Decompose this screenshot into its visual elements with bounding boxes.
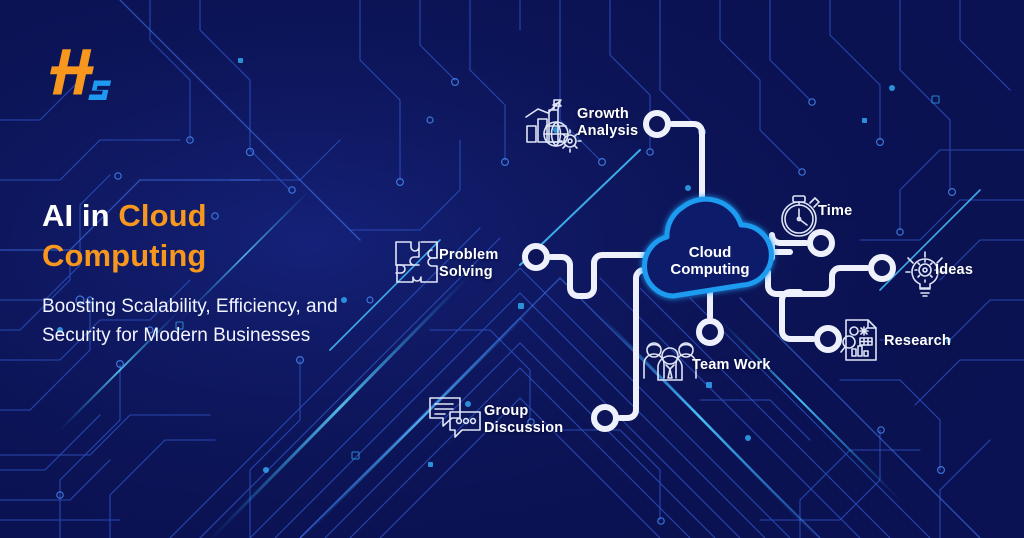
endpoint-group-discussion[interactable] (591, 404, 619, 432)
cloud-center-label: Cloud Computing (670, 244, 750, 279)
node-label-growth-analysis[interactable]: Growth Analysis (577, 106, 639, 139)
title-accent-cloud: Cloud (118, 198, 207, 233)
connector-group-discussion (617, 267, 669, 421)
endpoint-team-work[interactable] (696, 318, 724, 346)
circuit-nodes (56, 58, 956, 525)
endpoint-problem-solving[interactable] (522, 243, 550, 271)
puzzle-pieces-icon (395, 241, 438, 283)
endpoint-ideas[interactable] (868, 254, 896, 282)
node-label-ideas[interactable]: Ideas (935, 262, 974, 278)
lightbulb-gear-icon (905, 251, 945, 297)
stopwatch-icon (781, 195, 820, 237)
chat-bubbles-icon (429, 397, 481, 438)
document-magnifier-icon (840, 319, 877, 361)
title-accent-computing: Computing (42, 237, 207, 273)
node-label-team-work[interactable]: Team Work (692, 357, 771, 373)
connector-ideas (765, 265, 870, 297)
node-label-time[interactable]: Time (818, 203, 853, 219)
connector-time (769, 232, 809, 261)
endpoint-growth-analysis[interactable] (643, 110, 671, 138)
growth-chart-globe-icon (525, 99, 582, 153)
connector-problem-solving (548, 252, 667, 299)
hs-monogram-logo (50, 49, 112, 100)
title-plain-text: AI in (42, 198, 119, 233)
endpoint-research[interactable] (814, 325, 842, 353)
endpoint-time[interactable] (807, 229, 835, 257)
cloud-icon[interactable] (642, 196, 774, 299)
connector-endpoints (522, 110, 896, 432)
node-label-group-discussion[interactable]: Group Discussion (484, 403, 564, 436)
node-label-research[interactable]: Research (884, 333, 951, 349)
connector-research (779, 289, 816, 342)
node-label-problem-solving[interactable]: Problem Solving (439, 247, 499, 280)
connector-growth-analysis (669, 121, 705, 255)
three-people-icon (643, 342, 697, 381)
page-subtitle: Boosting Scalability, Efficiency, and Se… (42, 296, 338, 347)
